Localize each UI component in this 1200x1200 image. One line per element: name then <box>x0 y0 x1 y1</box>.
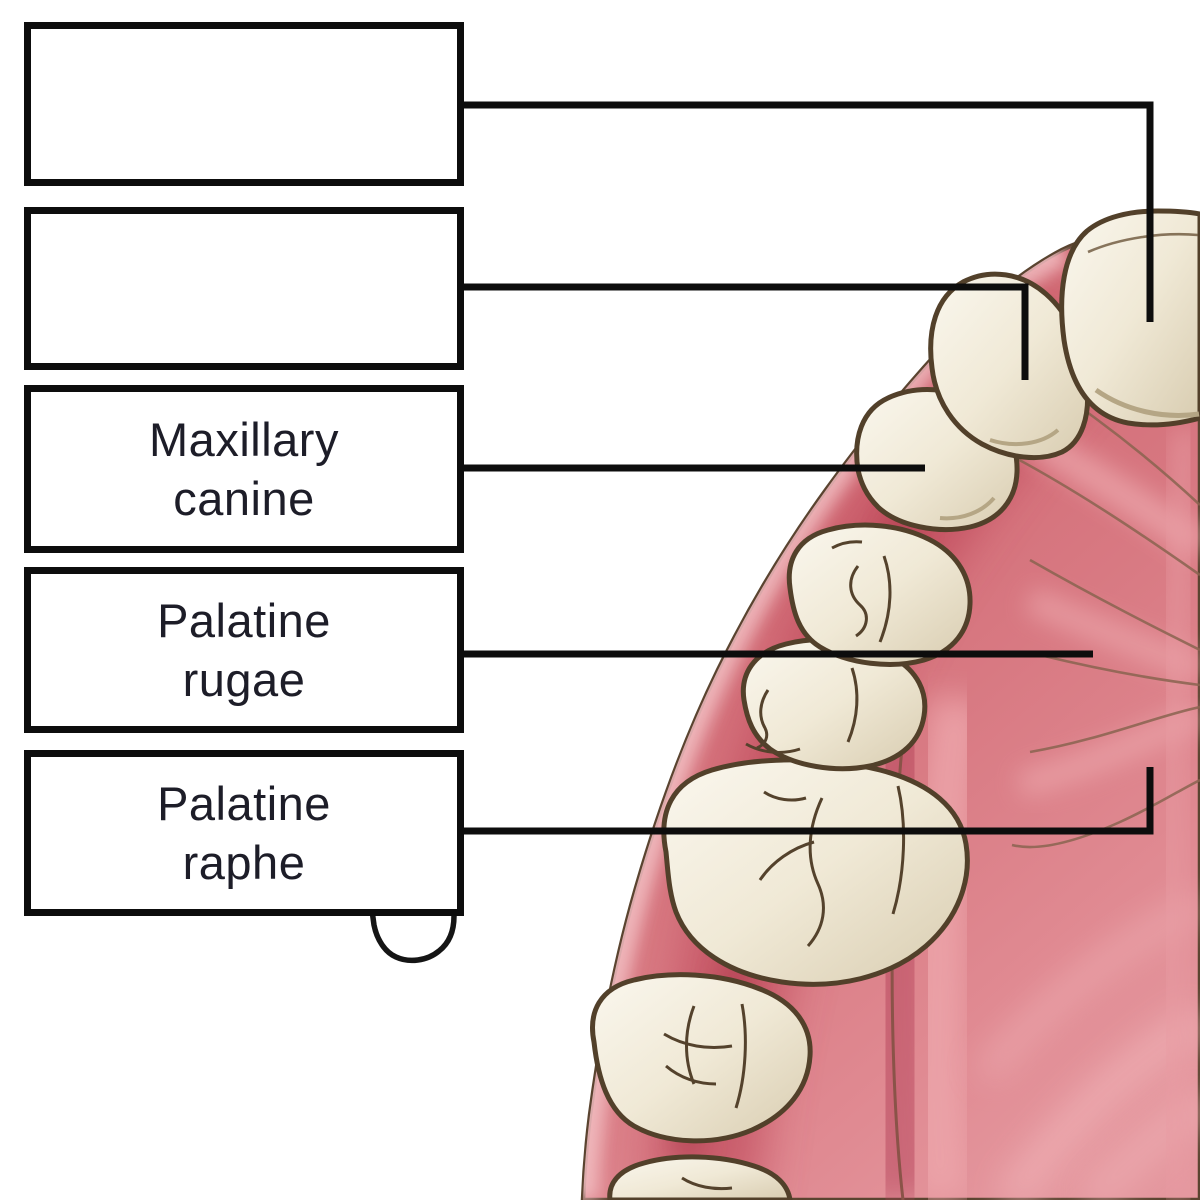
tooth-central-incisor <box>1059 208 1200 428</box>
tooth-second-premolar <box>740 637 928 772</box>
teeth-row <box>590 208 1200 1200</box>
leader-line-5 <box>463 767 1154 835</box>
answer-box-1[interactable] <box>24 22 464 186</box>
tooth-third-molar <box>607 1154 793 1200</box>
answer-box-palatine-raphe[interactable]: Palatine raphe <box>24 750 464 916</box>
leader-line-1 <box>463 101 1154 322</box>
tooth-second-molar <box>590 972 813 1144</box>
tooth-first-molar <box>661 757 970 987</box>
answer-box-2[interactable] <box>24 207 464 370</box>
answer-box-3-label: Maxillary canine <box>149 412 339 525</box>
leader-line-2 <box>463 283 1029 380</box>
answer-box-5-label: Palatine raphe <box>157 776 331 889</box>
tooth-first-premolar <box>786 522 973 667</box>
answer-box-palatine-rugae[interactable]: Palatine rugae <box>24 567 464 733</box>
leader-lines <box>463 101 1154 835</box>
answer-box-maxillary-canine[interactable]: Maxillary canine <box>24 385 464 553</box>
answer-box-4-label: Palatine rugae <box>157 593 331 706</box>
